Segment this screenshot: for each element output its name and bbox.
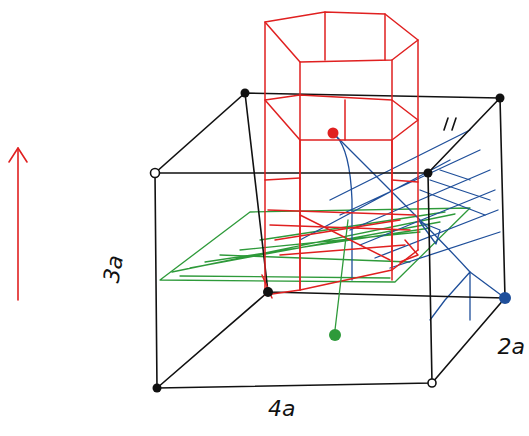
cuboid-outline bbox=[155, 93, 505, 388]
blue-hatching bbox=[300, 130, 505, 320]
dimension-label: 3a bbox=[101, 254, 127, 285]
lattice-points bbox=[151, 89, 512, 393]
red-prism bbox=[262, 12, 418, 298]
dimension-label: 2a bbox=[498, 336, 525, 358]
green-leader bbox=[335, 220, 348, 330]
red-arrow bbox=[9, 148, 27, 300]
dimension-label: 4a bbox=[268, 398, 295, 420]
